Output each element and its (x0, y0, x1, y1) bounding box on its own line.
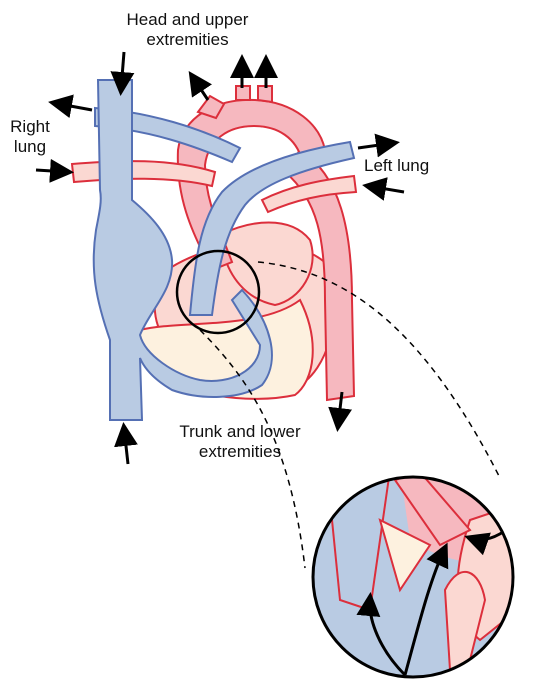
arrow-head-1 (192, 76, 208, 100)
carotid-branch (236, 86, 250, 100)
label-trunk-line1: Trunk and lower (155, 422, 325, 442)
label-left-lung: Left lung (364, 156, 454, 176)
label-head-line1: Head and upper (100, 10, 275, 30)
arrow-ivc-in (124, 428, 128, 464)
label-right-lung: Right lung (6, 117, 54, 157)
label-right-line1: Right (6, 117, 54, 137)
arrow-right-lung-out (54, 103, 92, 110)
label-head-line2: extremities (100, 30, 275, 50)
arrow-left-lung-out (358, 143, 394, 148)
magnified-inset (300, 470, 530, 679)
label-right-line2: lung (6, 137, 54, 157)
arrow-right-lung-in (36, 170, 68, 172)
label-head-upper-extremities: Head and upper extremities (100, 10, 275, 50)
label-trunk-lower-extremities: Trunk and lower extremities (155, 422, 325, 462)
label-left-lung-text: Left lung (364, 156, 454, 176)
subclavian-branch (258, 86, 272, 102)
label-trunk-line2: extremities (155, 442, 325, 462)
arrow-left-lung-in (368, 186, 404, 192)
